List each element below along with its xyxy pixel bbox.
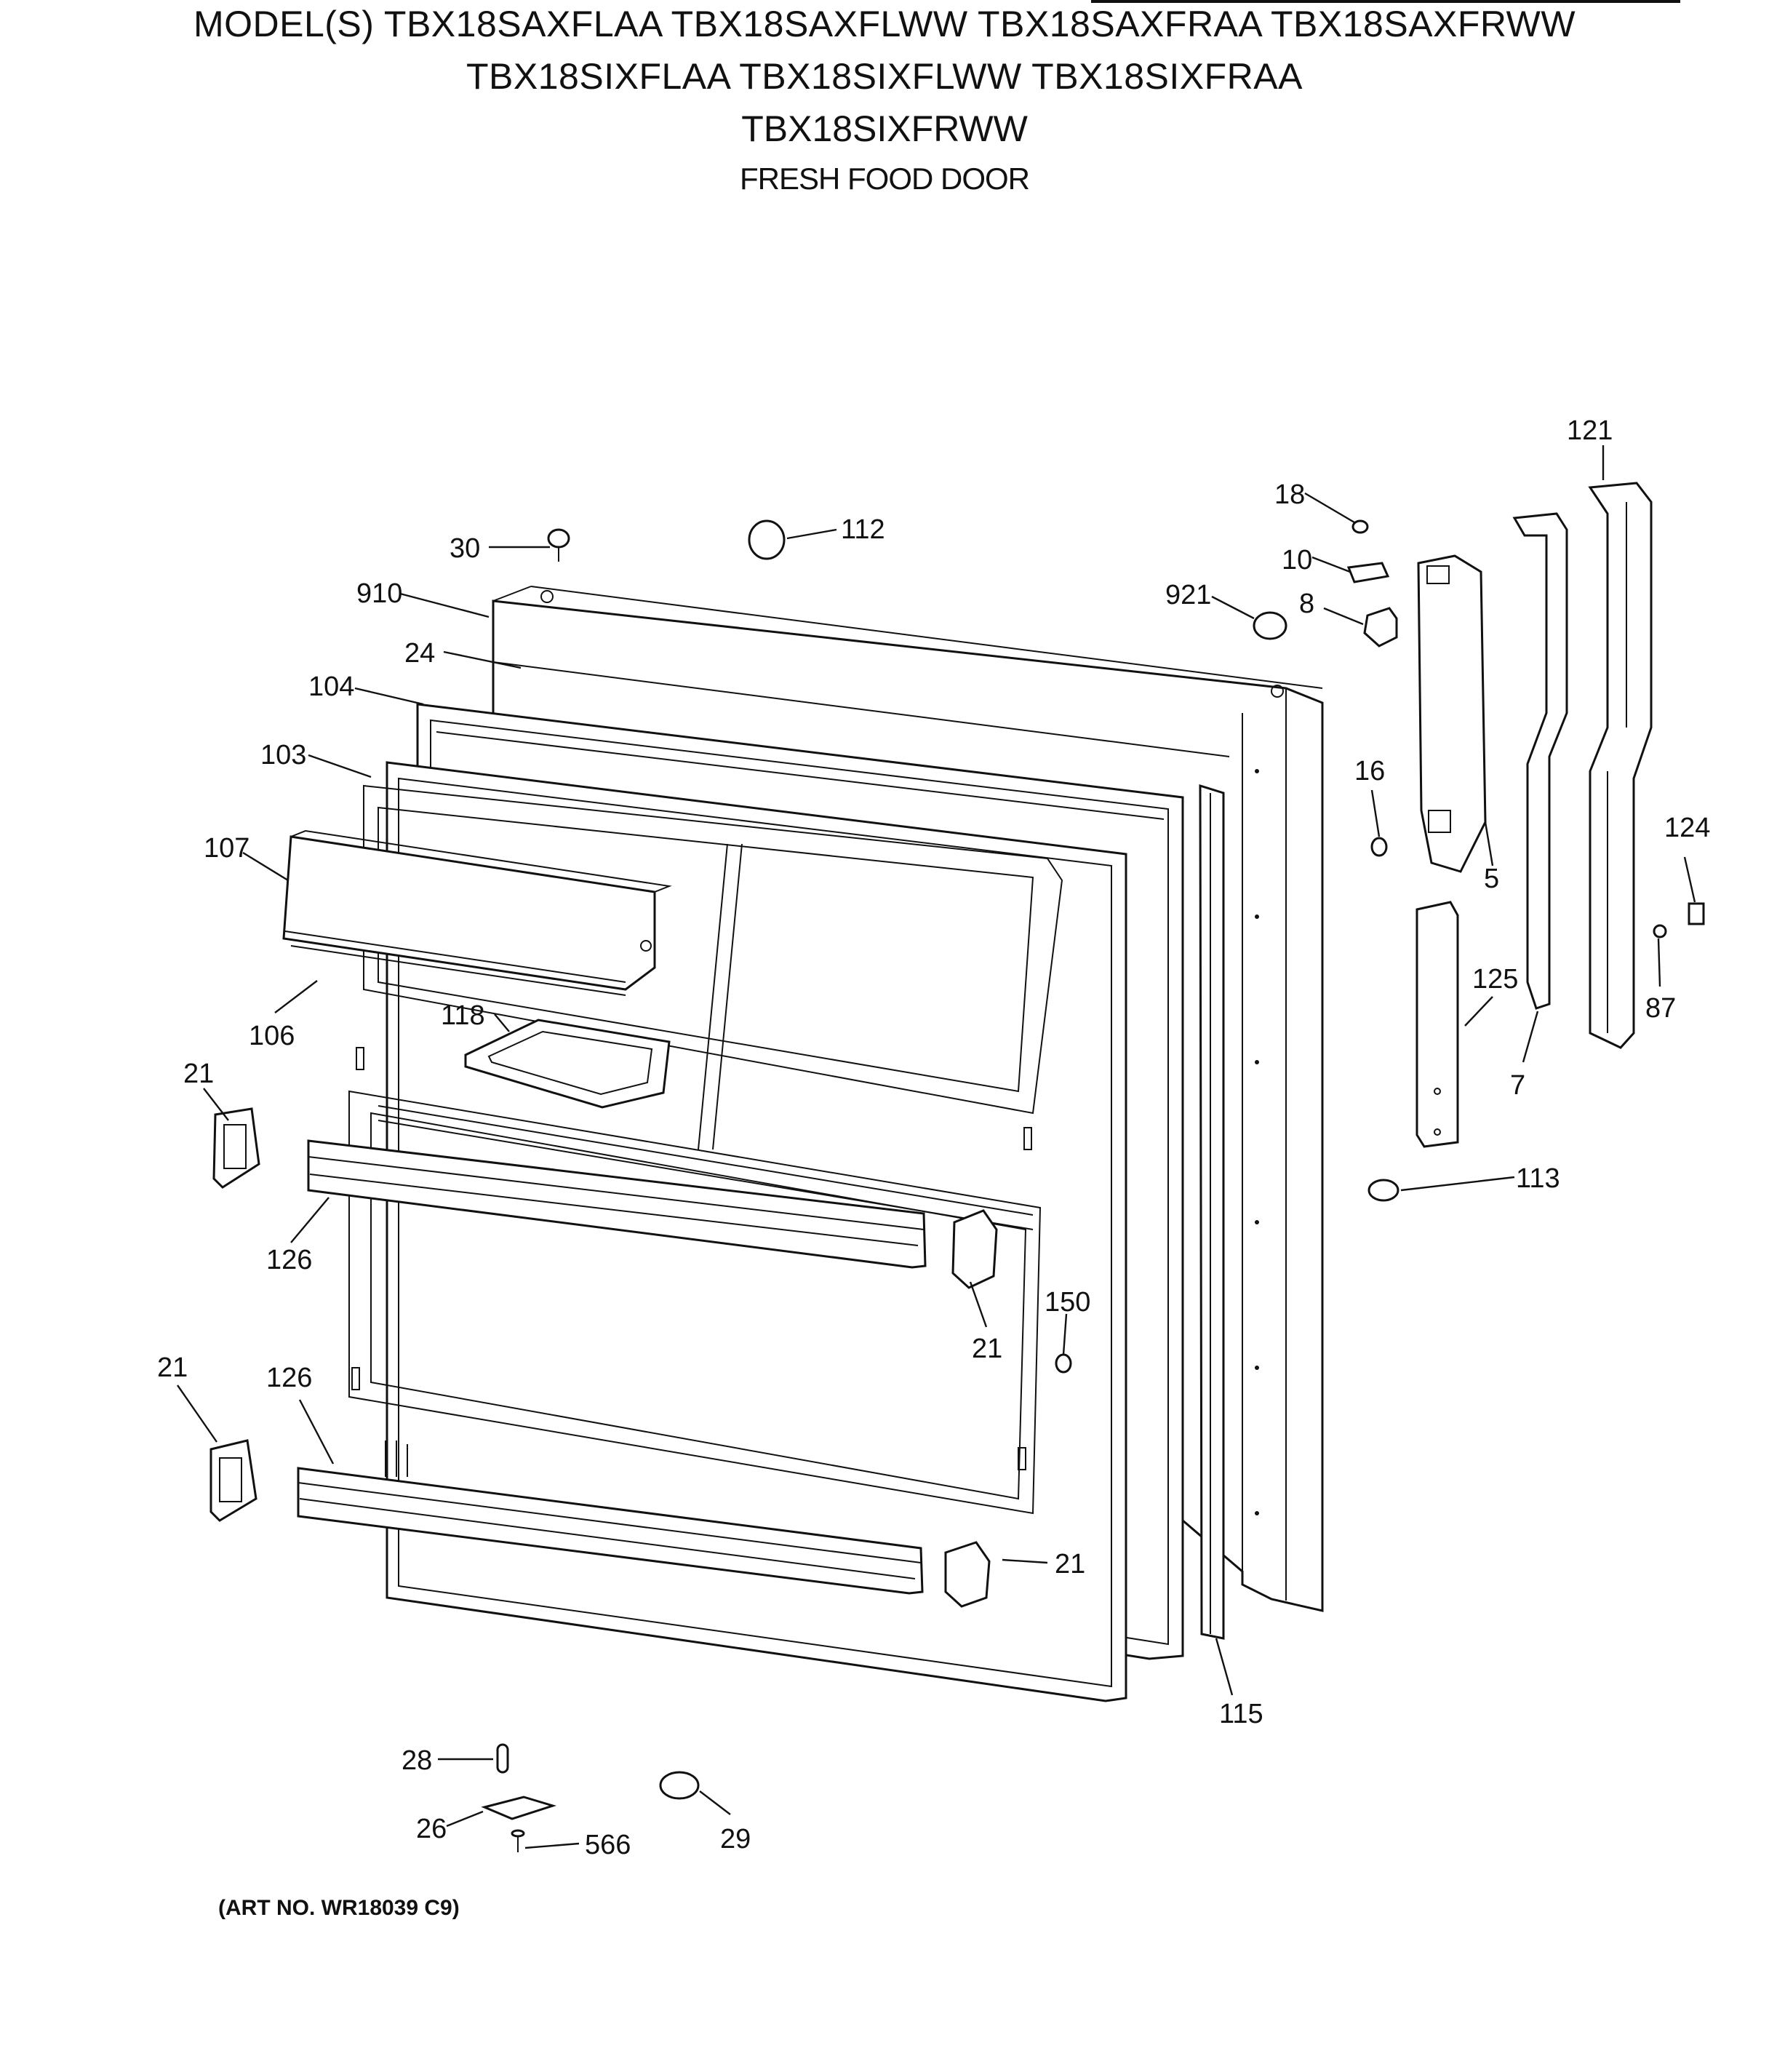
callout-87: 87: [1645, 993, 1676, 1024]
callout-112: 112: [841, 514, 885, 545]
door-shelf-upper: [307, 1139, 927, 1269]
door-handle-7: [1512, 512, 1568, 1010]
hinge-bracket-125: [1415, 901, 1459, 1148]
model-list-line-3: TBX18SIXFRWW: [741, 108, 1028, 149]
dairy-compartment: [282, 829, 672, 996]
callout-103: 103: [260, 740, 306, 770]
callout-150: 150: [1045, 1287, 1090, 1318]
model-list-line-2: TBX18SIXFLAA TBX18SIXFLWW TBX18SIXFRAA: [466, 56, 1303, 97]
hinge-cover-5: [1417, 554, 1487, 873]
shelf-support-right-upper: [951, 1209, 998, 1289]
callout-28: 28: [402, 1745, 432, 1776]
callout-7: 7: [1510, 1070, 1525, 1101]
callout-16: 16: [1354, 756, 1385, 786]
shelf-support-left-upper: [212, 1107, 260, 1189]
callout-107: 107: [204, 833, 249, 864]
callout-21-upper-left: 21: [183, 1059, 214, 1089]
callout-21-upper-right: 21: [972, 1334, 1002, 1364]
shelf-support-left-lower: [209, 1439, 257, 1522]
callout-106: 106: [249, 1021, 295, 1051]
callout-10: 10: [1282, 545, 1312, 575]
callout-124: 124: [1664, 813, 1710, 843]
callout-566: 566: [585, 1830, 631, 1860]
callout-8: 8: [1299, 589, 1314, 619]
door-shelf-lower: [297, 1467, 924, 1595]
callout-126-lower: 126: [266, 1363, 312, 1393]
door-handle-121: [1588, 482, 1653, 1049]
callout-910: 910: [356, 578, 402, 609]
callout-118: 118: [441, 1000, 485, 1031]
callout-104: 104: [308, 672, 354, 702]
callout-30: 30: [450, 533, 480, 564]
leader-lines: [177, 445, 1696, 1849]
gasket-strip: [1199, 784, 1225, 1640]
callout-113: 113: [1516, 1163, 1560, 1194]
small-parts-bottom: [481, 1743, 700, 1852]
callout-29: 29: [720, 1824, 751, 1854]
shelf-support-right-lower: [944, 1541, 991, 1608]
callout-24: 24: [404, 638, 435, 669]
section-title: FRESH FOOD DOOR: [739, 162, 1030, 196]
callout-18: 18: [1274, 479, 1305, 510]
callout-126-upper: 126: [266, 1245, 312, 1275]
callout-115: 115: [1219, 1699, 1263, 1729]
model-list-line-1: MODEL(S) TBX18SAXFLAA TBX18SAXFLWW TBX18…: [193, 4, 1576, 44]
callout-121: 121: [1567, 415, 1613, 446]
small-parts-top-left: [547, 519, 786, 562]
callout-21-lower-right: 21: [1055, 1549, 1085, 1579]
callout-125: 125: [1472, 964, 1518, 995]
butter-dish: [464, 1019, 671, 1109]
art-number: (ART NO. WR18039 C9): [218, 1896, 460, 1920]
small-parts-top-right: [1055, 519, 1705, 1374]
callout-labels: 121 18 30 112 10 910 921 8 24 104 103 16…: [157, 415, 1710, 1860]
header-rule: [1091, 0, 1680, 3]
callout-5: 5: [1484, 864, 1499, 894]
callout-921: 921: [1165, 580, 1211, 610]
callout-26: 26: [416, 1814, 447, 1844]
callout-21-lower-left: 21: [157, 1352, 188, 1383]
